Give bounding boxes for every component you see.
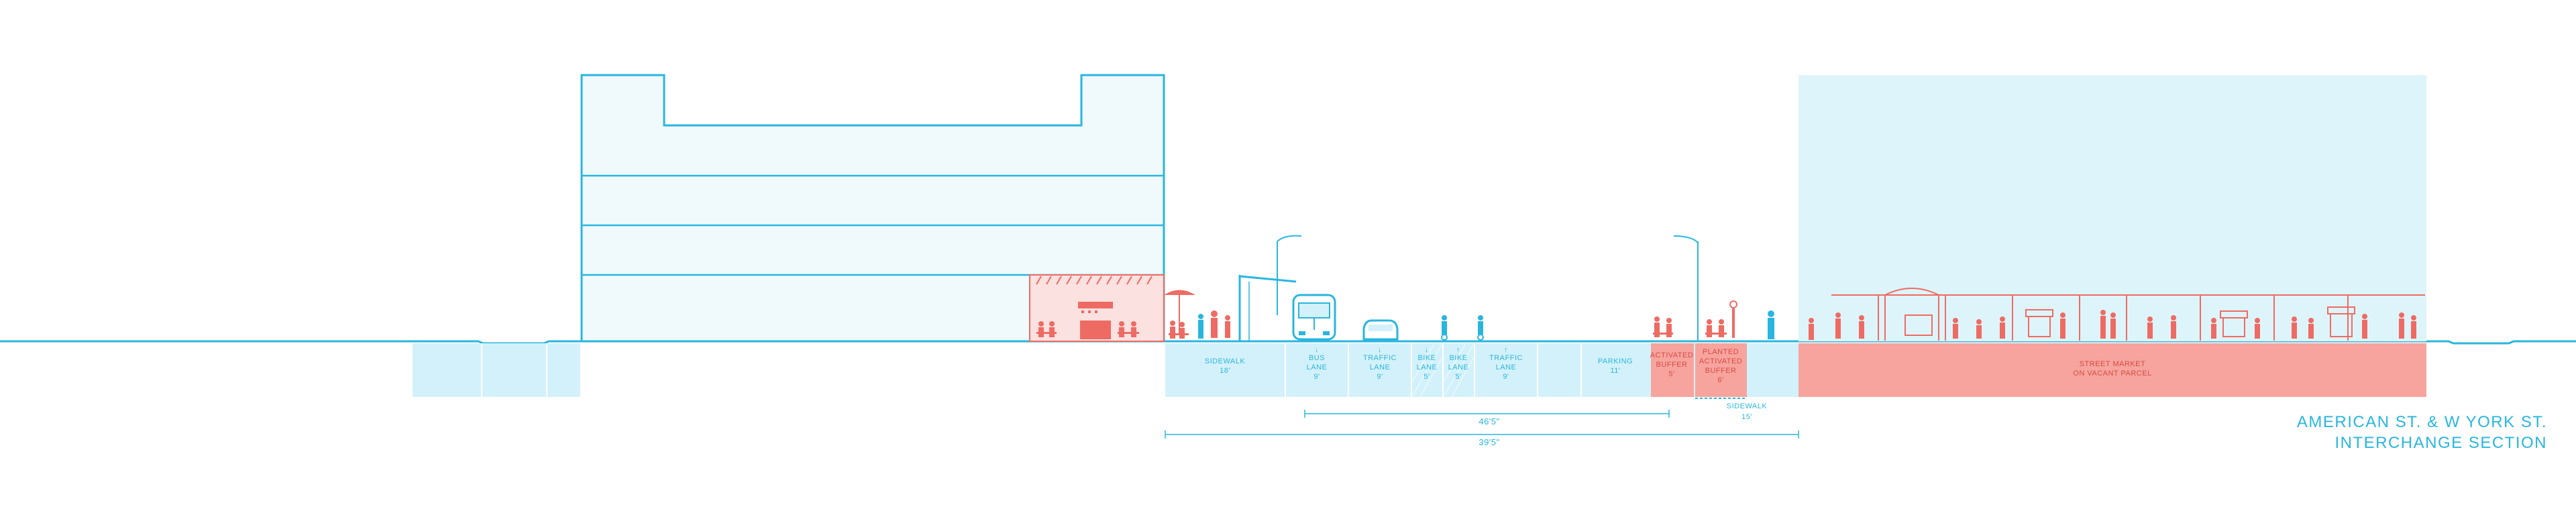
- lane-label-7: PARKING 11': [1598, 357, 1633, 375]
- lane-label-text: TRAFFIC: [1489, 354, 1523, 362]
- lane-label-text: 6': [1717, 376, 1723, 384]
- lane-label-text: BUFFER: [1656, 361, 1688, 369]
- lane-label-text: STREET MARKET: [2080, 360, 2146, 368]
- street-light-icon: [1673, 235, 1699, 341]
- right-background-block: [1799, 75, 2426, 341]
- buffer-people: [1653, 300, 1737, 338]
- umbrella-icon: [1164, 290, 1195, 335]
- svg-text:15': 15': [1741, 413, 1752, 421]
- lane-label-text: 9': [1377, 373, 1383, 381]
- dimension-upper: 46'5": [1304, 410, 1670, 426]
- lane-label-text: LANE: [1370, 363, 1391, 371]
- lane-direction-arrow: ↓: [1425, 346, 1429, 354]
- lane-label-text: ACTIVATED: [1699, 357, 1743, 365]
- cyclist-icon: [1441, 315, 1484, 341]
- person-icon: [1198, 314, 1203, 339]
- lane-label-text: 5': [1424, 373, 1430, 381]
- dimension-upper-label: 46'5": [1479, 416, 1499, 426]
- lane-direction-arrow: ↑: [1456, 346, 1460, 354]
- lane-label-text: SIDEWALK: [1205, 357, 1246, 365]
- lane-label-text: 9': [1313, 373, 1320, 381]
- sidewalk-right-label: SIDEWALK 15': [1727, 402, 1768, 421]
- lane-label-text: LANE: [1417, 363, 1438, 371]
- lane-label-text: BUS: [1309, 354, 1325, 362]
- person-icon: [1768, 310, 1774, 339]
- lane-label-text: 5': [1455, 373, 1461, 381]
- title-line-1: AMERICAN ST. & W YORK ST.: [2297, 413, 2547, 431]
- dimension-lower-label: 39'5": [1479, 437, 1499, 447]
- lane-label-1: SIDEWALK 18': [1205, 357, 1246, 375]
- svg-text:SIDEWALK: SIDEWALK: [1727, 402, 1768, 410]
- lane-direction-arrow: ↓: [1378, 346, 1382, 354]
- lane-label-text: LANE: [1496, 363, 1517, 371]
- lane-label-text: 18': [1220, 367, 1230, 375]
- lane-label-text: PARKING: [1598, 357, 1633, 365]
- ground-line: [0, 340, 2576, 345]
- lane-label-text: PLANTED: [1703, 348, 1739, 356]
- lane-label-text: LANE: [1448, 363, 1469, 371]
- lane-label-text: BIKE: [1417, 354, 1436, 362]
- bus-shelter-icon: [1238, 275, 1297, 341]
- sidewalk-people: [1169, 310, 1230, 339]
- lane-label-text: BIKE: [1449, 354, 1467, 362]
- parking-garage-building: [580, 74, 1165, 343]
- section-title: AMERICAN ST. & W YORK ST. INTERCHANGE SE…: [2297, 413, 2547, 452]
- lane-label-text: ON VACANT PARCEL: [2073, 369, 2151, 377]
- street-light-icon: [1277, 235, 1302, 315]
- lane-label-text: 9': [1503, 373, 1509, 381]
- market-people: [1809, 310, 2416, 340]
- lane-label-text: 11': [1610, 367, 1620, 375]
- lane-label-text: ACTIVATED: [1650, 351, 1694, 359]
- cafe-counter: [1078, 302, 1113, 339]
- lane-direction-arrow: ↓: [1315, 346, 1319, 354]
- street-fills: [1165, 343, 2426, 397]
- lane-label-text: BUFFER: [1705, 367, 1737, 375]
- car-icon: [1362, 319, 1399, 341]
- left-basement: [413, 343, 580, 397]
- cafe-diners: [1036, 321, 1139, 337]
- bus-icon: [1292, 294, 1336, 341]
- lane-direction-arrow: ↑: [1504, 346, 1508, 354]
- lane-label-text: LANE: [1307, 363, 1328, 371]
- lane-label-text: 5': [1668, 370, 1674, 378]
- dimension-lower: 39'5": [1165, 430, 1799, 447]
- lane-labels: SIDEWALK18'↓BUSLANE9'↓TRAFFICLANE9'↓BIKE…: [1205, 346, 2151, 384]
- lane-label-text: TRAFFIC: [1363, 354, 1397, 362]
- title-line-2: INTERCHANGE SECTION: [2334, 434, 2547, 452]
- streetscape: [1164, 235, 2425, 341]
- market-stall-icon: [1831, 288, 2425, 341]
